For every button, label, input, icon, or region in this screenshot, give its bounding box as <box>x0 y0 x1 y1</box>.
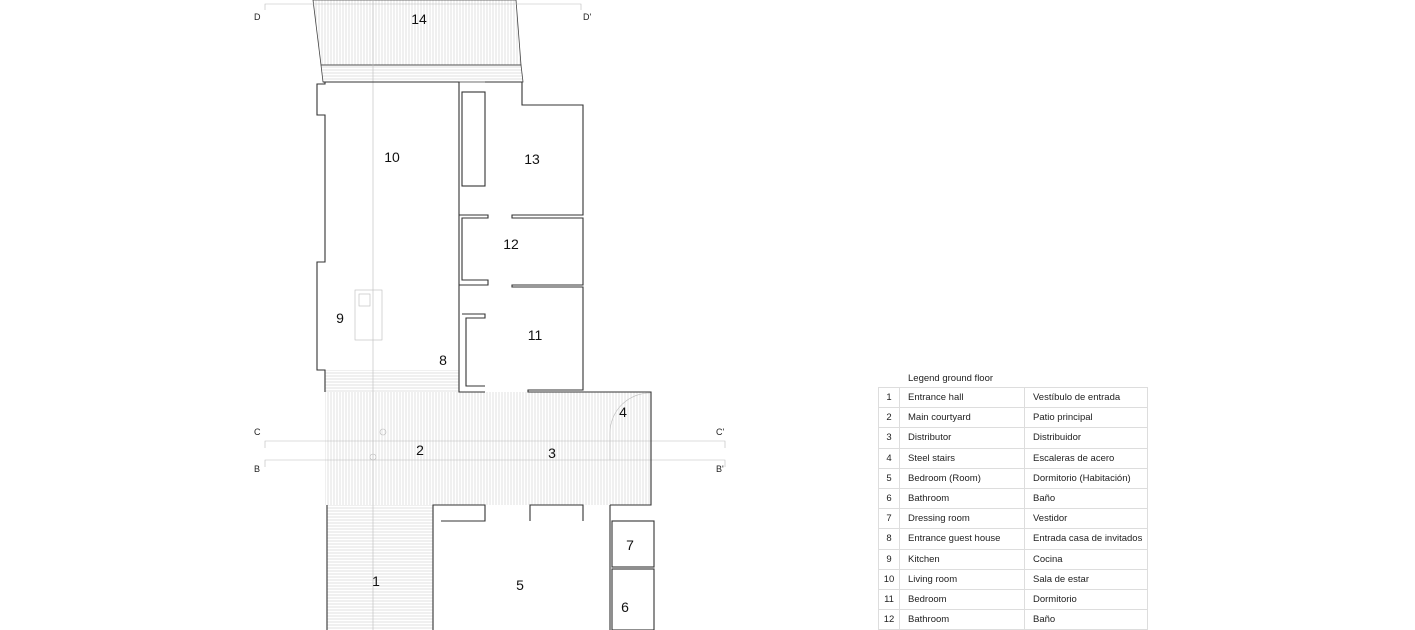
legend-english: Dressing room <box>899 508 1025 530</box>
legend-english: Bedroom (Room) <box>899 467 1025 489</box>
section-lines <box>264 0 726 630</box>
section-c: C <box>254 427 261 437</box>
room-label-8: 8 <box>439 352 447 368</box>
legend-english: Entrance hall <box>899 386 1025 409</box>
room-label-2: 2 <box>416 442 424 458</box>
section-d: D <box>254 12 261 22</box>
legend-english: Living room <box>899 568 1025 590</box>
section-c-prime: C' <box>716 427 724 437</box>
legend-spanish: Baño <box>1024 487 1148 510</box>
legend-title: Legend ground floor <box>908 373 994 384</box>
section-d-prime: D' <box>583 12 591 22</box>
legend-english: Kitchen <box>899 548 1025 570</box>
room-label-7: 7 <box>626 537 634 553</box>
legend-number: 5 <box>878 467 900 489</box>
legend-number: 10 <box>878 568 900 590</box>
legend-english: Bedroom <box>899 588 1025 611</box>
legend-number: 11 <box>878 588 900 611</box>
room-label-13: 13 <box>524 151 540 167</box>
legend-number: 9 <box>878 548 900 570</box>
room-label-4: 4 <box>619 404 627 420</box>
walls <box>316 81 655 630</box>
room-label-5: 5 <box>516 577 524 593</box>
room-label-11: 11 <box>528 327 543 343</box>
legend-spanish: Dormitorio (Habitación) <box>1024 467 1148 489</box>
room-label-10: 10 <box>384 149 400 165</box>
legend-spanish: Sala de estar <box>1024 568 1148 590</box>
legend-spanish: Vestidor <box>1024 508 1148 530</box>
legend-number: 6 <box>878 487 900 510</box>
legend-spanish: Distribuidor <box>1024 427 1148 449</box>
legend-number: 7 <box>878 508 900 530</box>
terrace-14-band <box>320 64 524 83</box>
legend-english: Bathroom <box>899 609 1025 630</box>
legend-english: Main courtyard <box>899 407 1025 429</box>
room-label-1: 1 <box>372 573 380 589</box>
legend-spanish: Baño <box>1024 609 1148 630</box>
legend-spanish: Escaleras de acero <box>1024 447 1148 469</box>
legend-number: 3 <box>878 427 900 449</box>
legend-spanish: Cocina <box>1024 548 1148 570</box>
porch-strip <box>325 370 459 392</box>
legend-spanish: Patio principal <box>1024 407 1148 429</box>
legend-number: 2 <box>878 407 900 429</box>
legend-number: 12 <box>878 609 900 630</box>
room-label-3: 3 <box>548 445 556 461</box>
legend-spanish: Dormitorio <box>1024 588 1148 611</box>
legend-number: 4 <box>878 447 900 469</box>
legend-spanish: Entrada casa de invitados <box>1024 528 1148 550</box>
section-b-prime: B' <box>716 464 724 474</box>
room-label-6: 6 <box>621 599 629 615</box>
legend-english: Entrance guest house <box>899 528 1025 550</box>
terrace-14 <box>312 0 522 66</box>
room-label-12: 12 <box>503 236 519 252</box>
room-label-9: 9 <box>336 310 344 326</box>
legend-english: Bathroom <box>899 487 1025 510</box>
room-label-14: 14 <box>411 11 427 27</box>
section-b: B <box>254 464 260 474</box>
legend-number: 1 <box>878 386 900 409</box>
courtyard-hatch <box>325 392 651 505</box>
legend-spanish: Vestíbulo de entrada <box>1024 386 1148 409</box>
legend-english: Distributor <box>899 427 1025 449</box>
entrance-hatch <box>327 505 433 630</box>
legend-number: 8 <box>878 528 900 550</box>
legend-english: Steel stairs <box>899 447 1025 469</box>
